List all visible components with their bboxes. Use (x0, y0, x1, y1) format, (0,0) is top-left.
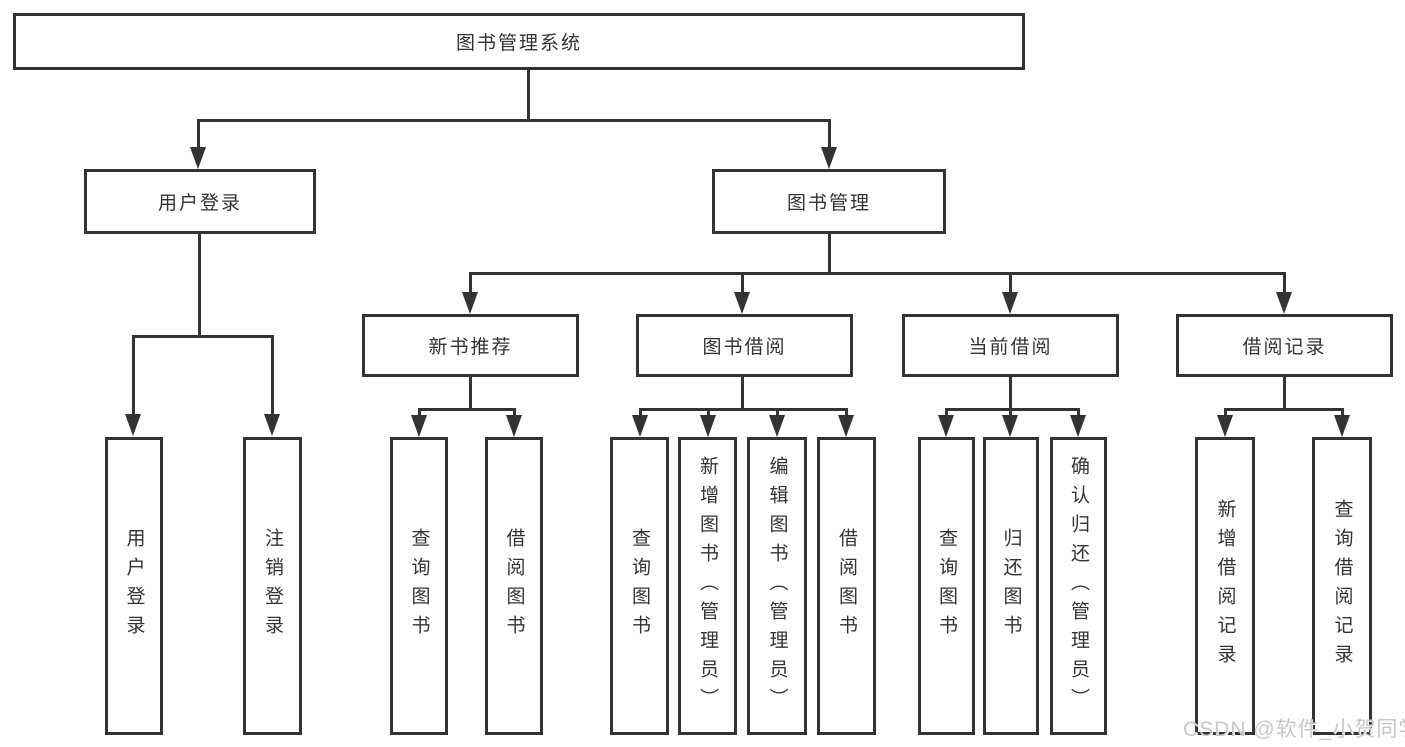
arrow-down-icon (411, 415, 427, 437)
connector-stem-leaf (639, 408, 642, 417)
arrow-down-icon (838, 415, 854, 437)
arrow-down-icon (700, 415, 716, 437)
arrow-down-icon (190, 147, 206, 169)
connector-level2-rail (197, 119, 831, 122)
connector-stem-leaf (1077, 408, 1080, 417)
connector-stem-leaf (271, 335, 274, 415)
arrow-down-icon (821, 147, 837, 169)
connector-stem-leaf (945, 408, 948, 417)
connector-stem (469, 377, 472, 408)
arrow-down-icon (462, 292, 478, 314)
connector-stem (1009, 377, 1012, 408)
connector-stem (741, 377, 744, 408)
connector-stem-module (741, 272, 744, 293)
arrow-down-icon (506, 415, 522, 437)
node-new-book-recommend: 新书推荐 (362, 314, 579, 377)
connector-root-stem (527, 70, 530, 119)
connector-stem-user-login (197, 119, 200, 149)
leaf-query-books-recommend: 查询图书 (390, 437, 448, 735)
connector-stem (1283, 377, 1286, 408)
leaf-borrow-books-recommend: 借阅图书 (485, 437, 543, 735)
connector-rail (1224, 408, 1343, 411)
connector-stem-module (1009, 272, 1012, 293)
arrow-down-icon (632, 415, 648, 437)
connector-stem-leaf (513, 408, 516, 417)
node-current-borrow: 当前借阅 (902, 314, 1119, 377)
connector-user-login-rail (132, 335, 274, 338)
node-user-login: 用户登录 (84, 169, 316, 234)
csdn-watermark: CSDN @软件_小贺同学 (1183, 718, 1405, 741)
arrow-down-icon (1217, 415, 1233, 437)
connector-stem-leaf (1224, 408, 1227, 417)
connector-rail (418, 408, 515, 411)
leaf-query-borrow-record: 查询借阅记录 (1312, 437, 1372, 735)
arrow-down-icon (734, 292, 750, 314)
leaf-edit-books-admin: 编辑图书（管理员） (747, 437, 807, 735)
connector-stem-leaf (132, 335, 135, 415)
connector-stem-leaf (1341, 408, 1344, 417)
connector-stem-leaf (845, 408, 848, 417)
connector-stem-module (469, 272, 472, 293)
connector-user-login-stem (198, 234, 201, 335)
connector-rail (639, 408, 846, 411)
leaf-add-books-admin: 新增图书（管理员） (678, 437, 737, 735)
connector-level3-rail (469, 272, 1285, 275)
leaf-logout: 注销登录 (243, 437, 302, 735)
leaf-confirm-return-admin: 确认归还（管理员） (1050, 437, 1107, 735)
node-book-borrow: 图书借阅 (636, 314, 853, 377)
leaf-add-borrow-record: 新增借阅记录 (1195, 437, 1255, 735)
arrow-down-icon (1334, 415, 1350, 437)
node-book-management: 图书管理 (712, 169, 946, 234)
connector-stem-leaf (776, 408, 779, 417)
leaf-return-books: 归还图书 (983, 437, 1039, 735)
arrow-down-icon (1002, 415, 1018, 437)
leaf-query-books-current: 查询图书 (918, 437, 975, 735)
arrow-down-icon (1070, 415, 1086, 437)
connector-book-management-stem (828, 234, 831, 272)
connector-stem-leaf (418, 408, 421, 417)
node-root: 图书管理系统 (13, 13, 1025, 70)
leaf-borrow-books: 借阅图书 (817, 437, 876, 735)
arrow-down-icon (125, 414, 141, 436)
arrow-down-icon (1002, 292, 1018, 314)
arrow-down-icon (1276, 292, 1292, 314)
connector-stem-module (1283, 272, 1286, 293)
connector-stem-leaf (1009, 408, 1012, 417)
arrow-down-icon (769, 415, 785, 437)
node-borrow-records: 借阅记录 (1176, 314, 1393, 377)
leaf-user-login: 用户登录 (105, 437, 163, 735)
connector-stem-book-management (828, 119, 831, 149)
connector-stem-leaf (707, 408, 710, 417)
leaf-query-books-borrow: 查询图书 (610, 437, 669, 735)
arrow-down-icon (938, 415, 954, 437)
arrow-down-icon (264, 414, 280, 436)
